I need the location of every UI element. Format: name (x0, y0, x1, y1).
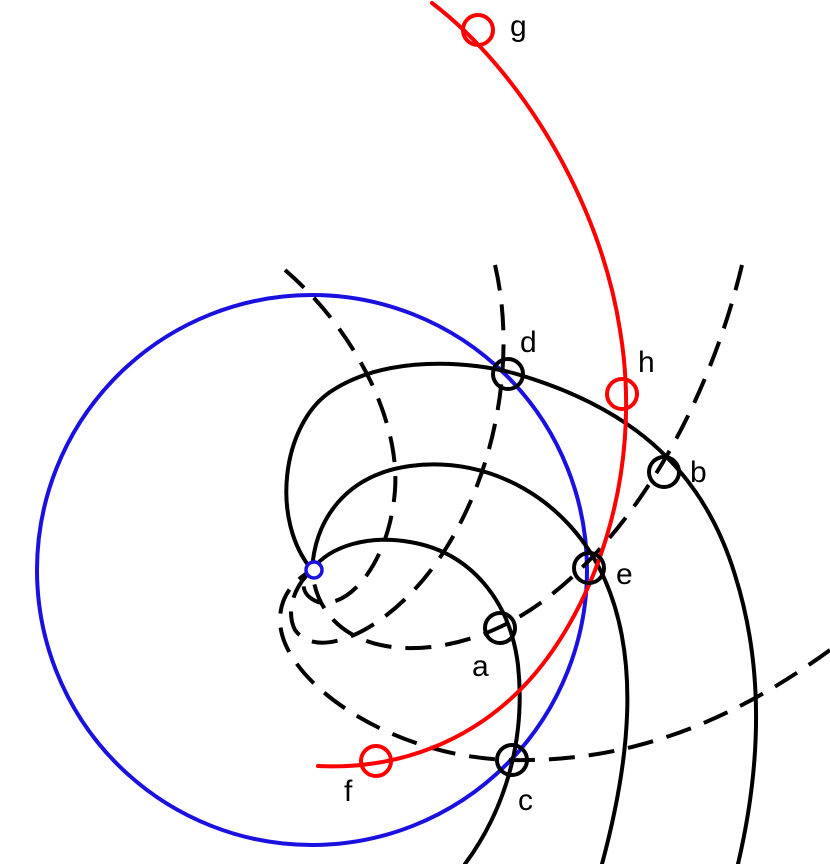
label-h: h (638, 346, 655, 379)
point-marker-b (647, 455, 681, 489)
dashed-spiral-3 (310, 264, 744, 651)
dashed-spiral-4 (277, 568, 830, 763)
label-d: d (520, 326, 537, 359)
label-g: g (510, 10, 527, 43)
dashed-spiral-1 (283, 268, 398, 605)
label-c: c (518, 784, 533, 817)
label-e: e (616, 558, 633, 591)
point-marker-g (461, 13, 495, 47)
point-marker-f (359, 744, 393, 778)
label-f: f (344, 775, 353, 808)
center-point (304, 560, 324, 580)
label-a: a (472, 650, 489, 683)
point-marker-c (495, 743, 529, 777)
red-curve (316, 1, 629, 769)
solid-spiral-outer (284, 361, 758, 864)
dashed-spiral-2 (289, 264, 506, 645)
label-b: b (690, 456, 707, 489)
point-marker-h (605, 377, 639, 411)
solid-spiral-middle (310, 462, 630, 864)
point-marker-a (483, 611, 517, 645)
point-marker-d (491, 357, 525, 391)
blue-circle (35, 293, 589, 847)
point-marker-e (572, 551, 606, 585)
solid-spiral-inner (310, 537, 522, 864)
